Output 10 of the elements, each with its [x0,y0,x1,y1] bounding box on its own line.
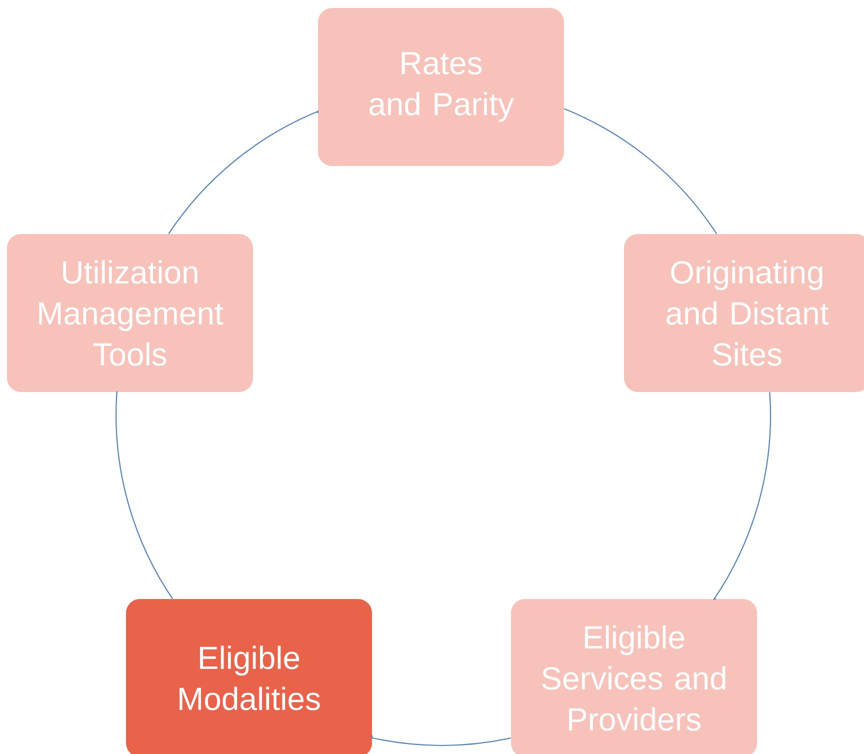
rounded-box: Utilization Management Tools [7,234,253,392]
connector-arc [168,110,319,234]
connector-arc [714,392,772,600]
rounded-box: Eligible Services and Providers [511,599,757,754]
connector-arc [564,108,718,234]
rounded-box: Eligible Modalities [126,599,372,754]
rounded-box: Rates and Parity [318,8,564,166]
rounded-box: Originating and Distant Sites [624,234,864,392]
connector-arc [116,391,173,600]
connector-arc [371,735,511,746]
